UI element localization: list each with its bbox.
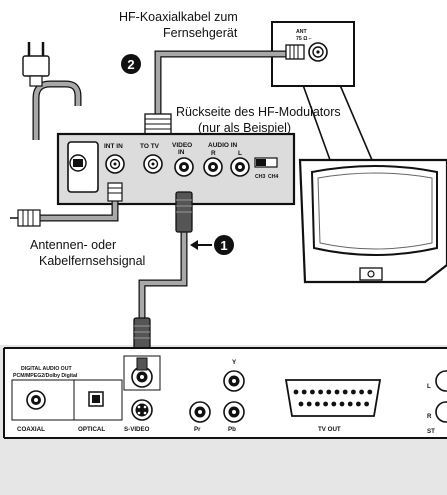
- scart-pins: [293, 389, 373, 407]
- tv-out-label: TV OUT: [318, 426, 341, 433]
- audio-l-label: L: [427, 383, 431, 390]
- step-2-badge: [121, 54, 141, 74]
- scart-pin: [364, 401, 369, 407]
- tv-antenna-socket: [359, 267, 383, 281]
- step-2-label: 2: [127, 57, 134, 72]
- modulator-to-tv-label: TO TV: [140, 143, 160, 150]
- scart-pin: [359, 389, 364, 395]
- scart-pin: [342, 389, 348, 395]
- tv-jack-detail: ANT 75 Ω ⌐: [271, 21, 373, 161]
- scart-pin: [356, 401, 361, 407]
- player-back-panel: DIGITAL AUDIO OUT PCM/MPEG2/Dolby Digita…: [3, 347, 447, 439]
- scart-pin: [306, 401, 312, 407]
- modulator-audio-l-label: L: [238, 150, 242, 157]
- hf-cable-label-line2: Fernsehgerät: [163, 26, 238, 40]
- optical-label: OPTICAL: [78, 426, 105, 433]
- audio-r-label: R: [427, 413, 432, 420]
- cable-2: [144, 44, 305, 142]
- hf-cable-label-line1: HF-Koaxialkabel zum: [119, 10, 238, 24]
- scart-pin: [347, 401, 353, 407]
- tv-jack-ohm: 75 Ω ⌐: [296, 36, 312, 42]
- modulator-ch4-label: CH4: [268, 174, 278, 180]
- step-1-badge: [214, 235, 234, 255]
- scart-connector: [284, 379, 382, 417]
- audio-l-jack: [435, 370, 447, 392]
- power-plug: [22, 42, 82, 140]
- scart-pin: [331, 401, 337, 407]
- audio-st-label: ST: [427, 428, 435, 435]
- antenna-label-line2: Kabelfernsehsignal: [39, 254, 145, 268]
- modulator-back-label-line2: (nur als Beispiel): [198, 121, 291, 135]
- scart-pin: [310, 389, 315, 395]
- modulator-video-in-label: IN: [178, 149, 185, 156]
- component-pr-label: Pr: [194, 426, 201, 433]
- modulator-audio-in-label: AUDIO IN: [208, 142, 238, 149]
- step-1-arrow: [190, 240, 212, 250]
- scart-pin: [323, 401, 328, 407]
- scart-pin: [334, 389, 340, 395]
- antenna-label-line1: Antennen- oder: [30, 238, 116, 252]
- modulator-int-in-label: INT IN: [104, 143, 123, 150]
- scart-pin: [301, 389, 307, 395]
- scart-pin: [293, 389, 299, 395]
- component-pb-label: Pb: [228, 426, 236, 433]
- component-y-label: Y: [232, 359, 237, 366]
- tv-jack-ant: ANT: [296, 29, 307, 35]
- digital-audio-format-label: PCM/MPEG2/Dolby Digital: [13, 373, 78, 379]
- coaxial-label: COAXIAL: [17, 426, 45, 433]
- cable-1-plug-tip: [136, 357, 148, 371]
- modulator-ch3-label: CH3: [255, 174, 265, 180]
- cable-1: [133, 191, 193, 361]
- tv-set: [298, 158, 447, 284]
- scart-pin: [339, 401, 345, 407]
- scart-pin: [351, 389, 356, 395]
- scart-pin: [315, 401, 320, 407]
- modulator-video-label: VIDEO: [172, 142, 192, 149]
- audio-r-jack: [435, 401, 447, 423]
- antenna-cable: [10, 182, 123, 227]
- scart-pin: [298, 401, 304, 407]
- svideo-label: S-VIDEO: [124, 426, 150, 433]
- scart-pin: [326, 389, 332, 395]
- modulator-back-label-line1: Rückseite des HF-Modulators: [176, 105, 341, 119]
- modulator-audio-r-label: R: [211, 150, 216, 157]
- step-1-label: 1: [220, 238, 227, 253]
- scart-pin: [367, 389, 373, 395]
- scart-pin: [318, 389, 323, 395]
- digital-audio-out-label: DIGITAL AUDIO OUT: [21, 366, 72, 372]
